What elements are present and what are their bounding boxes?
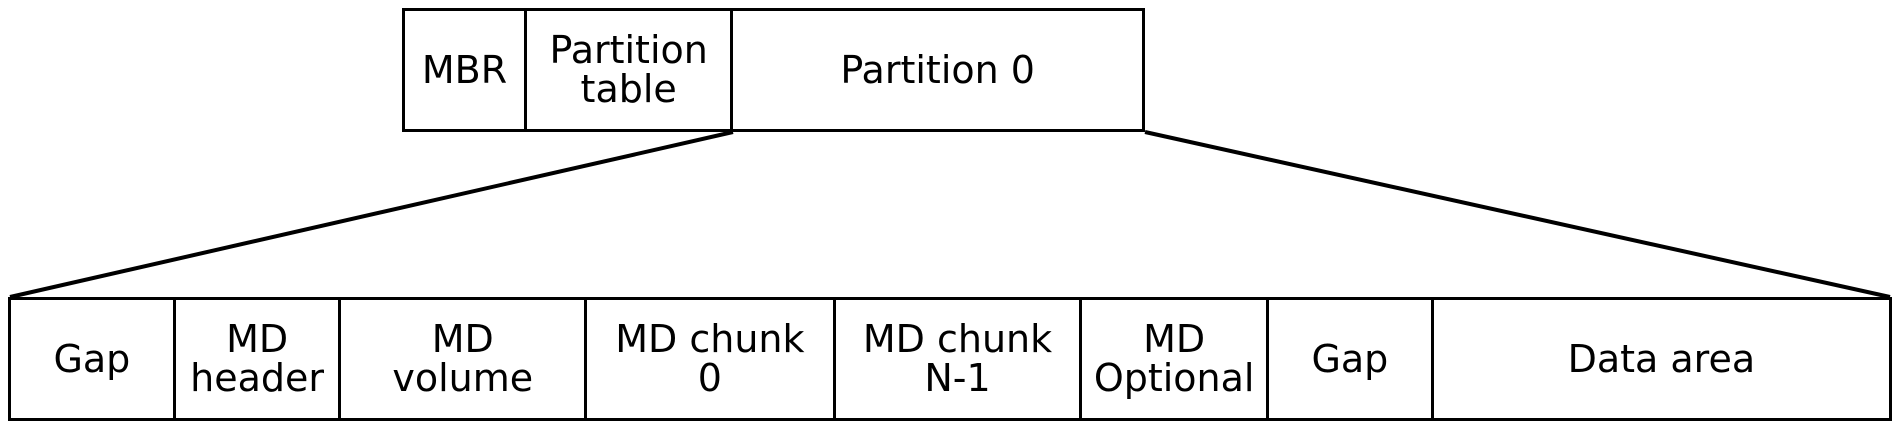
partition-cell-md-chunk-n-1[interactable]: MD chunk N-1 xyxy=(835,300,1083,418)
connector-right-line xyxy=(1144,130,1891,299)
disk-cell-mbr[interactable]: MBR xyxy=(405,11,528,129)
partition-cell-data-area-label: Data area xyxy=(1567,336,1756,381)
partition-cell-gap-start[interactable]: Gap xyxy=(11,300,176,418)
partition-cell-md-volume[interactable]: MD volume xyxy=(341,300,588,418)
partition-cell-gap-end[interactable]: Gap xyxy=(1269,300,1434,418)
partition-cell-md-header-label: MD header xyxy=(190,317,325,400)
partition-cell-md-chunk-n-1-label: MD chunk N-1 xyxy=(862,317,1053,400)
partition-cell-md-optional-label: MD Optional xyxy=(1093,317,1255,400)
disk-cell-partition-0[interactable]: Partition 0 xyxy=(733,11,1142,129)
partition-cell-md-header[interactable]: MD header xyxy=(175,300,342,418)
disk-layout-row: MBR Partition table Partition 0 xyxy=(402,8,1145,132)
disk-cell-partition-table[interactable]: Partition table xyxy=(527,11,734,129)
partition-cell-md-volume-label: MD volume xyxy=(392,317,534,400)
partition0-layout-row: Gap MD header MD volume MD chunk 0 MD ch… xyxy=(8,297,1892,421)
partition-cell-data-area[interactable]: Data area xyxy=(1433,300,1889,418)
disk-cell-mbr-label: MBR xyxy=(421,47,508,92)
partition-cell-md-chunk-0[interactable]: MD chunk 0 xyxy=(587,300,836,418)
partition-cell-gap-end-label: Gap xyxy=(1311,336,1389,381)
partition-cell-md-optional[interactable]: MD Optional xyxy=(1082,300,1269,418)
connector-left-line xyxy=(9,130,734,299)
partition-cell-gap-start-label: Gap xyxy=(53,336,131,381)
disk-cell-partition-0-label: Partition 0 xyxy=(840,47,1035,92)
partition-cell-md-chunk-0-label: MD chunk 0 xyxy=(615,317,805,400)
disk-cell-partition-table-label: Partition table xyxy=(549,28,708,111)
